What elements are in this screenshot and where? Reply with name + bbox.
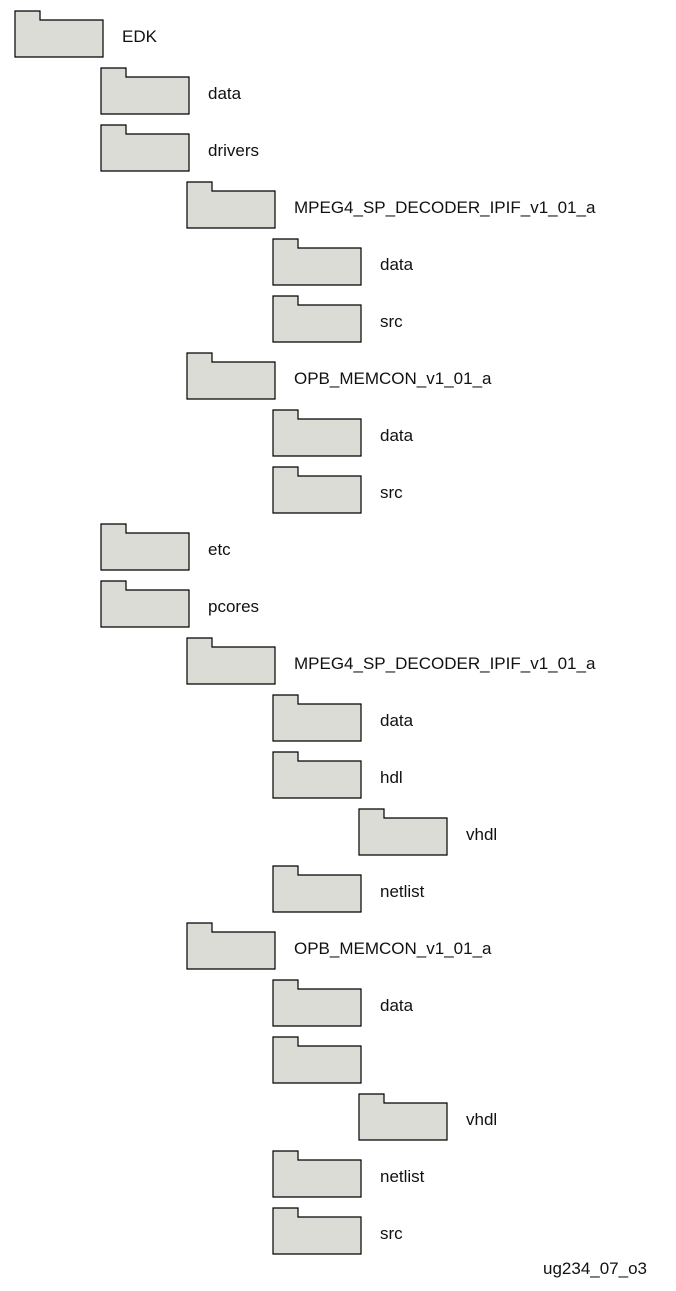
folder-node: OPB_MEMCON_v1_01_a [186,922,676,972]
folder-node: OPB_MEMCON_v1_01_a [186,352,676,402]
folder-icon [272,1150,362,1198]
folder-icon [100,580,190,628]
folder-label: data [380,255,414,274]
folder-node: vhdl [358,1093,676,1143]
folder-label: MPEG4_SP_DECODER_IPIF_v1_01_a [294,654,596,673]
folder-label: netlist [380,1167,425,1186]
folder-label: data [380,711,414,730]
folder-node: vhdl [358,808,676,858]
folder-label: pcores [208,597,260,616]
folder-icon [272,238,362,286]
folder-icon [100,124,190,172]
folder-icon [272,466,362,514]
folder-node: src [272,295,676,345]
figure-id: ug234_07_o3 [543,1259,648,1278]
folder-icon [272,979,362,1027]
folder-icon [186,637,276,685]
folder-label: vhdl [466,825,498,844]
folder-label: drivers [208,141,260,160]
folder-label: src [380,483,403,502]
folder-node: data [272,238,676,288]
folder-label: vhdl [466,1110,498,1129]
folder-icon [272,865,362,913]
folder-icon [186,352,276,400]
folder-node: data [272,409,676,459]
folder-node: data [272,979,676,1029]
folder-label: src [380,312,403,331]
folder-label: OPB_MEMCON_v1_01_a [294,369,492,388]
folder-label: hdl [380,768,403,787]
folder-node: netlist [272,865,676,915]
folder-icon [186,181,276,229]
folder-icon [272,1207,362,1255]
folder-icon [272,694,362,742]
folder-node: EDK [14,10,614,60]
folder-icon [272,751,362,799]
folder-node: data [272,694,676,744]
folder-node: MPEG4_SP_DECODER_IPIF_v1_01_a [186,637,676,687]
folder-node: drivers [100,124,676,174]
folder-icon [358,808,448,856]
folder-icon [14,10,104,58]
folder-label: data [380,426,414,445]
folder-node [272,1036,676,1086]
folder-node: pcores [100,580,676,630]
folder-label: OPB_MEMCON_v1_01_a [294,939,492,958]
folder-icon [100,523,190,571]
folder-node: netlist [272,1150,676,1200]
folder-icon [186,922,276,970]
folder-node: data [100,67,676,117]
folder-label: src [380,1224,403,1243]
folder-label: MPEG4_SP_DECODER_IPIF_v1_01_a [294,198,596,217]
folder-icon [358,1093,448,1141]
folder-node: src [272,466,676,516]
folder-label: EDK [122,27,157,46]
folder-node: hdl [272,751,676,801]
folder-label: data [208,84,242,103]
folder-icon [272,1036,362,1084]
folder-icon [100,67,190,115]
folder-node: src [272,1207,676,1257]
folder-icon [272,295,362,343]
folder-label: netlist [380,882,425,901]
folder-icon [272,409,362,457]
folder-label: data [380,996,414,1015]
folder-label: etc [208,540,231,559]
folder-node: MPEG4_SP_DECODER_IPIF_v1_01_a [186,181,676,231]
folder-node: etc [100,523,676,573]
